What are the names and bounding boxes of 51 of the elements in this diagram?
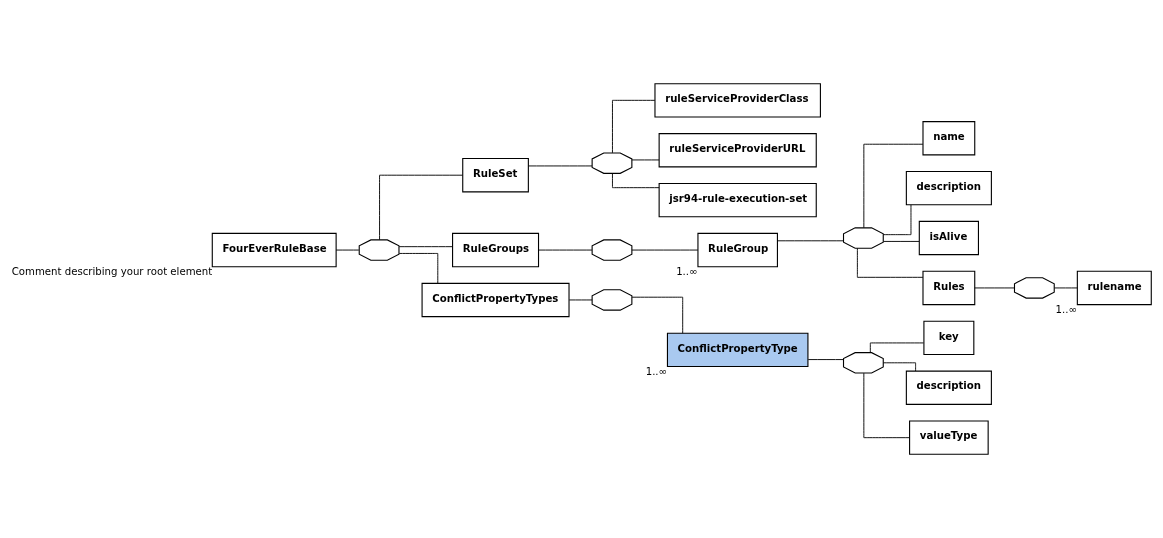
connector xyxy=(882,362,917,372)
connector xyxy=(612,172,660,189)
node-octagon xyxy=(842,227,884,249)
connector xyxy=(882,204,912,236)
node-octagon xyxy=(591,239,633,261)
node-box: Rules xyxy=(922,270,976,306)
connector xyxy=(528,165,593,167)
node-octagon xyxy=(591,289,633,311)
connector xyxy=(1054,287,1078,289)
node-box: isAlive xyxy=(918,220,979,256)
node-box: ruleServiceProviderClass xyxy=(654,83,821,118)
node-box: description xyxy=(905,170,992,206)
connector xyxy=(631,159,660,161)
node-label: 1..∞ xyxy=(645,365,668,377)
node-label: 1..∞ xyxy=(676,265,698,277)
node-box: name xyxy=(922,121,976,156)
connector xyxy=(335,249,360,251)
node-box: description xyxy=(905,370,992,405)
node-box: ConflictPropertyTypes xyxy=(421,282,570,318)
connector xyxy=(379,174,464,241)
node-box: rulename xyxy=(1076,270,1152,306)
node-label: Comment describing your root element xyxy=(11,265,213,277)
node-octagon xyxy=(842,352,884,374)
connector xyxy=(631,249,699,251)
connector xyxy=(398,246,453,248)
node-label: 1..∞ xyxy=(1055,303,1077,315)
node-box: ConflictPropertyType xyxy=(666,332,809,368)
connector xyxy=(538,249,593,251)
node-box: jsr94-rule-execution-set xyxy=(658,182,817,218)
node-box: ruleServiceProviderURL xyxy=(658,133,817,168)
connector xyxy=(568,299,593,301)
connector xyxy=(398,253,439,284)
connector xyxy=(856,247,924,278)
node-box: RuleGroups xyxy=(452,232,540,268)
connector xyxy=(777,240,844,242)
connector xyxy=(974,287,1015,289)
node-box: valueType xyxy=(909,420,989,455)
connector xyxy=(883,240,920,242)
node-octagon xyxy=(591,152,633,174)
connector xyxy=(631,296,684,334)
node-octagon xyxy=(1013,277,1055,299)
connector xyxy=(869,342,925,354)
node-box: key xyxy=(923,320,975,356)
connector xyxy=(863,143,924,229)
connector xyxy=(863,372,910,439)
connector xyxy=(612,99,656,154)
connector xyxy=(807,359,844,361)
node-octagon xyxy=(358,239,400,261)
node-box: RuleGroup xyxy=(697,232,778,268)
node-box: FourEverRuleBase xyxy=(211,232,337,268)
node-box: RuleSet xyxy=(462,158,529,193)
